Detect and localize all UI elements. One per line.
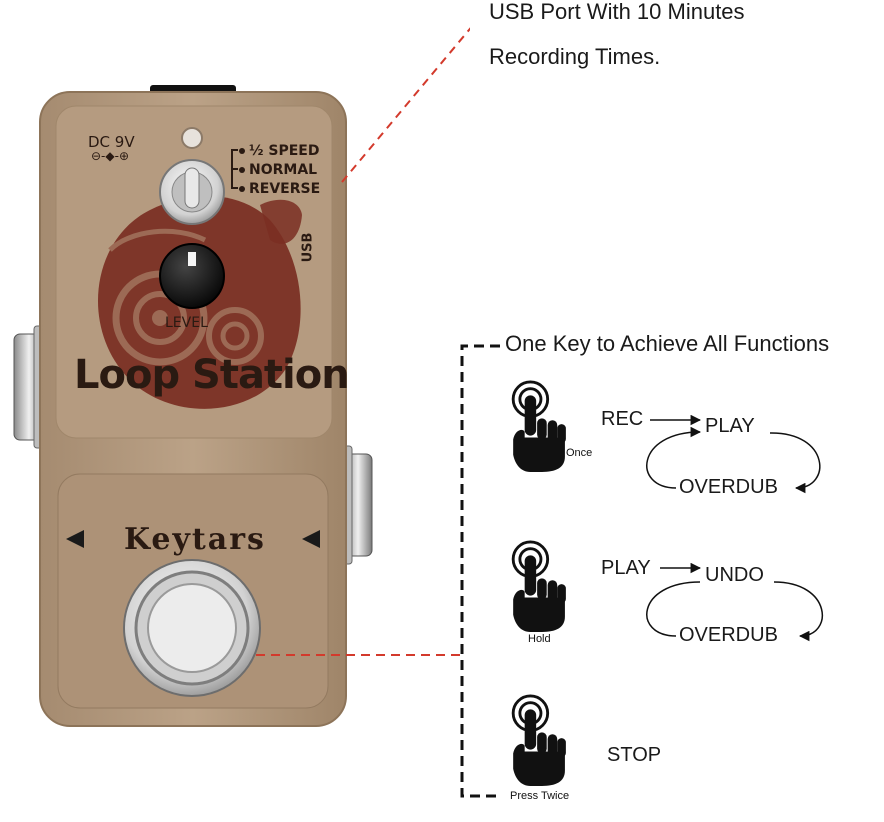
gesture-label-press-twice: Press Twice [510,790,570,802]
pedal-illustration [13,27,470,727]
hand-press-icon [511,694,568,786]
mode2-loop: OVERDUB [679,624,778,646]
speed-toggle-switch[interactable] [159,159,225,225]
usb-label: USB [300,232,316,263]
status-led-icon [181,127,203,149]
speed-option-reverse: REVERSE [249,181,321,197]
left-arrow-icon [66,530,84,548]
mode1-loop: OVERDUB [679,476,778,498]
power-polarity-icon: ⊖-◆-⊕ [91,149,129,163]
level-knob[interactable] [159,243,225,309]
footswitch-button[interactable] [123,559,261,697]
speed-option-normal: NORMAL [249,162,318,178]
mode2-to: UNDO [705,564,764,586]
mode2-from: PLAY [601,557,651,579]
functions-title: One Key to Achieve All Functions [505,331,830,356]
usb-callout-line [341,27,470,183]
gesture-label-hold: Hold [528,633,551,645]
mode3-action: STOP [607,744,662,766]
level-label: LEVEL [165,315,208,331]
right-arrow-icon [302,530,320,548]
hand-press-icon [511,540,568,632]
usb-callout-line1: USB Port With 10 Minutes [489,0,745,24]
functions-diagram [460,344,823,798]
power-label: DC 9V [88,133,135,151]
mode1-from: REC [601,408,644,430]
usb-callout-line2: Recording Times. [489,44,661,69]
speed-option-half: ½ SPEED [249,143,320,159]
brand-logo: Keytars [124,522,266,557]
hand-press-icon [511,380,568,472]
mode1-to: PLAY [705,415,755,437]
functions-bracket [460,344,500,798]
product-name: Loop Station [74,352,350,398]
gesture-label-once: Once [566,447,593,459]
